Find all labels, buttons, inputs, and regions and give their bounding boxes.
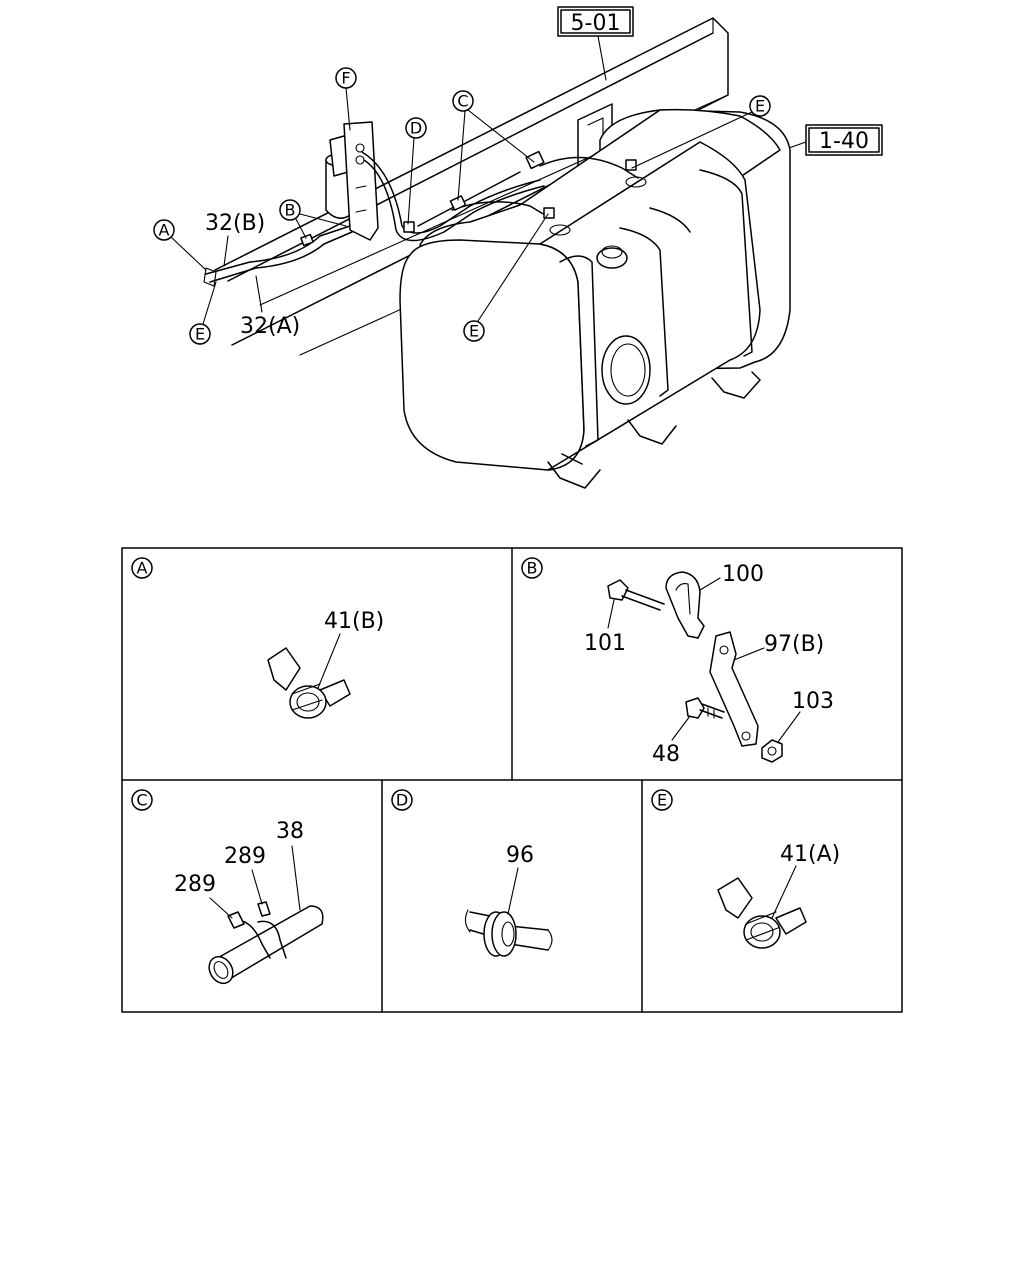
part-41a-label: 41(A) xyxy=(780,842,840,867)
callout-c[interactable]: C xyxy=(452,90,535,201)
svg-text:32(B): 32(B) xyxy=(205,211,265,236)
detail-a-letter: A xyxy=(137,559,148,578)
clip-100 xyxy=(665,571,705,639)
detail-grid xyxy=(121,547,903,1013)
main-assembly-view: 5-01 1-40 xyxy=(153,6,883,489)
svg-text:32(A): 32(A) xyxy=(240,314,300,339)
part-38-label: 38 xyxy=(276,819,304,844)
bolt-101 xyxy=(607,579,665,611)
detail-b-letter: B xyxy=(527,559,538,578)
svg-text:E: E xyxy=(195,325,205,344)
detail-e-letter: E xyxy=(657,791,667,810)
bolt-48 xyxy=(685,697,725,719)
svg-text:B: B xyxy=(285,201,296,220)
bracket-97b xyxy=(709,631,759,747)
part-103-label: 103 xyxy=(792,689,834,714)
svg-text:A: A xyxy=(159,221,170,240)
fuel-filter xyxy=(325,121,379,241)
part-289-label-upper: 289 xyxy=(224,844,266,869)
callout-e-center[interactable]: E xyxy=(463,213,549,342)
pipe-38 xyxy=(208,905,324,985)
label-pipe-32b: 32(B) xyxy=(205,211,265,267)
detail-e-badge xyxy=(651,789,673,811)
svg-text:D: D xyxy=(410,119,422,138)
callout-e-top[interactable]: E xyxy=(631,95,771,169)
leader-38 xyxy=(291,845,301,911)
leader-48 xyxy=(671,715,691,741)
svg-text:C: C xyxy=(457,92,468,111)
detail-panel-d: D 96 xyxy=(391,789,553,957)
cable-tie-289 xyxy=(227,901,287,959)
leader-96 xyxy=(507,867,519,915)
ref-box-frame[interactable]: 5-01 xyxy=(557,6,634,37)
part-97b-label: 97(B) xyxy=(764,632,824,657)
part-48-label: 48 xyxy=(652,742,680,767)
leader-97b xyxy=(733,647,765,661)
leader-100 xyxy=(699,577,721,591)
leader-289-lower xyxy=(209,897,233,919)
svg-text:E: E xyxy=(469,322,479,341)
svg-text:F: F xyxy=(341,69,350,88)
part-101-label: 101 xyxy=(584,631,626,656)
detail-a-badge xyxy=(131,557,153,579)
detail-c-badge xyxy=(131,789,153,811)
leader-101 xyxy=(607,599,615,629)
detail-panel-c: C 38 289 289 xyxy=(131,789,324,985)
ref-box-tank[interactable]: 1-40 xyxy=(805,124,883,156)
callout-d[interactable]: D xyxy=(405,117,427,225)
label-pipe-32a: 32(A) xyxy=(240,275,300,339)
leader-41b xyxy=(317,633,341,689)
callout-e-left[interactable]: E xyxy=(189,281,217,345)
part-96-label: 96 xyxy=(506,843,534,868)
leader-41a xyxy=(771,865,797,919)
detail-b-badge xyxy=(521,557,543,579)
svg-text:E: E xyxy=(755,97,765,116)
part-289-label-lower: 289 xyxy=(174,872,216,897)
detail-d-badge xyxy=(391,789,413,811)
fuel-pipes xyxy=(203,150,639,287)
callout-b[interactable]: B xyxy=(279,199,347,239)
part-100-label: 100 xyxy=(722,562,764,587)
leader-289-upper xyxy=(251,869,263,905)
grommet-96 xyxy=(464,909,553,957)
ref-tank-label: 1-40 xyxy=(819,129,869,154)
nut-103 xyxy=(761,739,783,763)
detail-panel-e: E 41(A) xyxy=(651,789,840,949)
callout-a[interactable]: A xyxy=(153,219,207,271)
part-41b-label: 41(B) xyxy=(324,609,384,634)
leader-103 xyxy=(777,711,801,743)
detail-c-letter: C xyxy=(136,791,147,810)
hose-clamp-41a xyxy=(717,877,807,949)
detail-panel-b: B 100 101 97(B) 103 4 xyxy=(521,557,834,767)
ref-frame-label: 5-01 xyxy=(571,11,621,36)
fuel-tank xyxy=(399,108,791,489)
callout-f[interactable]: F xyxy=(335,67,357,131)
hose-clamp-41b xyxy=(267,647,351,719)
detail-d-letter: D xyxy=(396,791,408,810)
detail-panel-a: A 41(B) xyxy=(131,557,384,719)
